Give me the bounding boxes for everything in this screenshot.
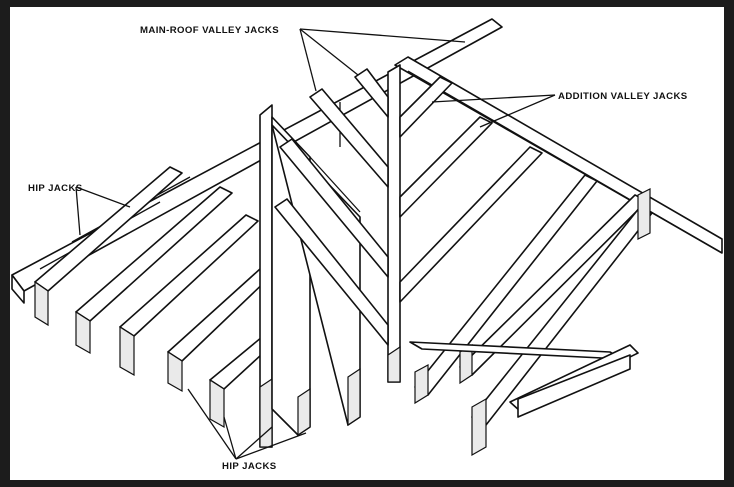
valley-rafter — [387, 64, 401, 383]
rafter-end — [297, 387, 311, 437]
left-hip-leaders — [75, 186, 131, 236]
rafter-end — [75, 310, 91, 355]
rafter-end — [637, 188, 651, 240]
main-valley-leaders — [299, 28, 466, 92]
hip-rafter — [259, 104, 273, 448]
rafter-end — [347, 367, 361, 427]
label-hip-jacks-bottom: HIP JACKS — [222, 461, 277, 472]
main-roof-valley-jacks — [274, 68, 389, 346]
rafter-end — [119, 325, 135, 377]
bottom-hip-leaders — [187, 388, 307, 460]
wall-plate — [409, 341, 639, 418]
roof-framing-drawing: MAIN-ROOF VALLEY JACKS ADDITION VALLEY J… — [11, 18, 723, 472]
rafter-end — [34, 280, 49, 327]
addition-valley-jacks — [399, 76, 653, 457]
label-addition-valley-jacks: ADDITION VALLEY JACKS — [558, 91, 688, 102]
rafter-end — [387, 345, 401, 383]
rafter-end — [209, 378, 225, 429]
rafter-end — [414, 363, 429, 405]
rafter-end — [471, 397, 487, 457]
label-hip-jacks-left: HIP JACKS — [28, 183, 83, 194]
addition-valley-leaders — [431, 94, 556, 128]
diagram-frame: MAIN-ROOF VALLEY JACKS ADDITION VALLEY J… — [10, 7, 724, 480]
rafter-end — [167, 350, 183, 393]
label-main-roof-valley-jacks: MAIN-ROOF VALLEY JACKS — [140, 25, 279, 36]
